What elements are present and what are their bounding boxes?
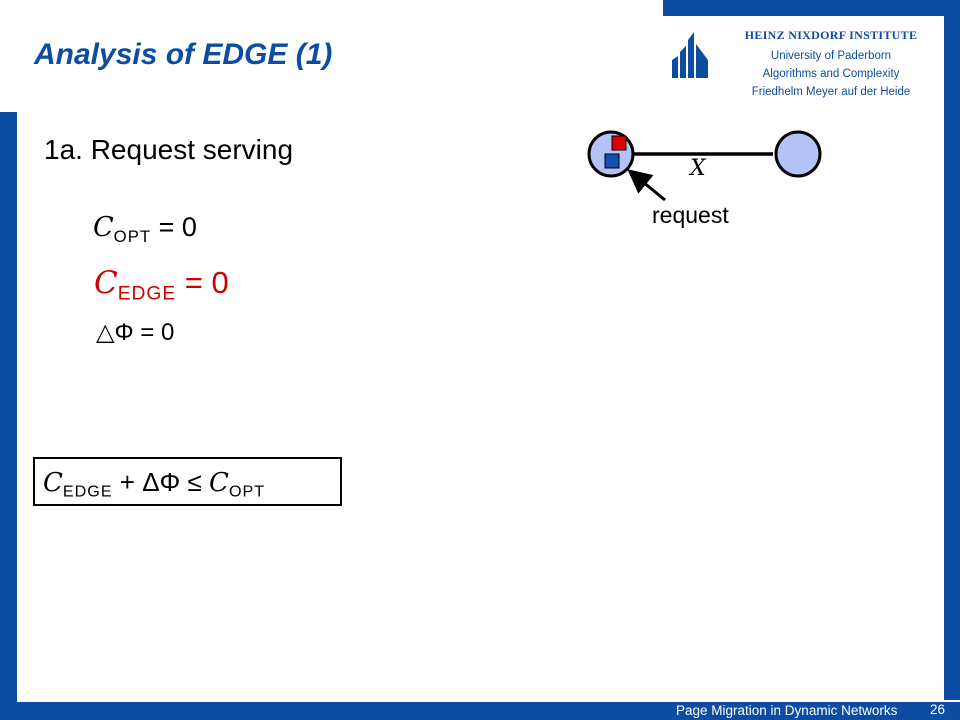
institute-logo-icon: [672, 32, 708, 78]
request-arrow: [627, 169, 666, 202]
equation-c-opt: COPT = 0: [93, 212, 197, 246]
inequality-text: CEDGE + ΔΦ ≤ COPT: [43, 467, 266, 501]
header-panel: [663, 16, 944, 112]
equation-delta-phi: △Φ = 0: [96, 319, 175, 346]
section-subtitle: 1a. Request serving: [44, 134, 294, 165]
frame-left-bar: [0, 112, 17, 720]
page-red-square: [611, 135, 627, 151]
edge-diagram: X: [587, 130, 822, 202]
edge-label: X: [688, 156, 707, 181]
page-number: 26: [930, 702, 946, 717]
footer-bar: [0, 702, 960, 720]
frame-right-bar: [944, 0, 960, 700]
request-label: request: [652, 202, 729, 228]
institute-person: Friedhelm Meyer auf der Heide: [751, 86, 911, 98]
institute-university: University of Paderborn: [770, 50, 892, 62]
page-blue-square: [604, 153, 620, 169]
institute-name: HEINZ NIXDORF INSTITUTE: [744, 28, 918, 42]
boxed-inequality: CEDGE + ΔΦ ≤ COPT: [33, 457, 342, 506]
equation-c-edge: CEDGE = 0: [94, 265, 229, 305]
frame-top-bar: [663, 0, 960, 16]
institute-group: Algorithms and Complexity: [762, 68, 900, 80]
slide-title: Analysis of EDGE (1): [34, 38, 333, 71]
footer-title: Page Migration in Dynamic Networks: [676, 703, 898, 718]
node-right: [774, 130, 822, 178]
